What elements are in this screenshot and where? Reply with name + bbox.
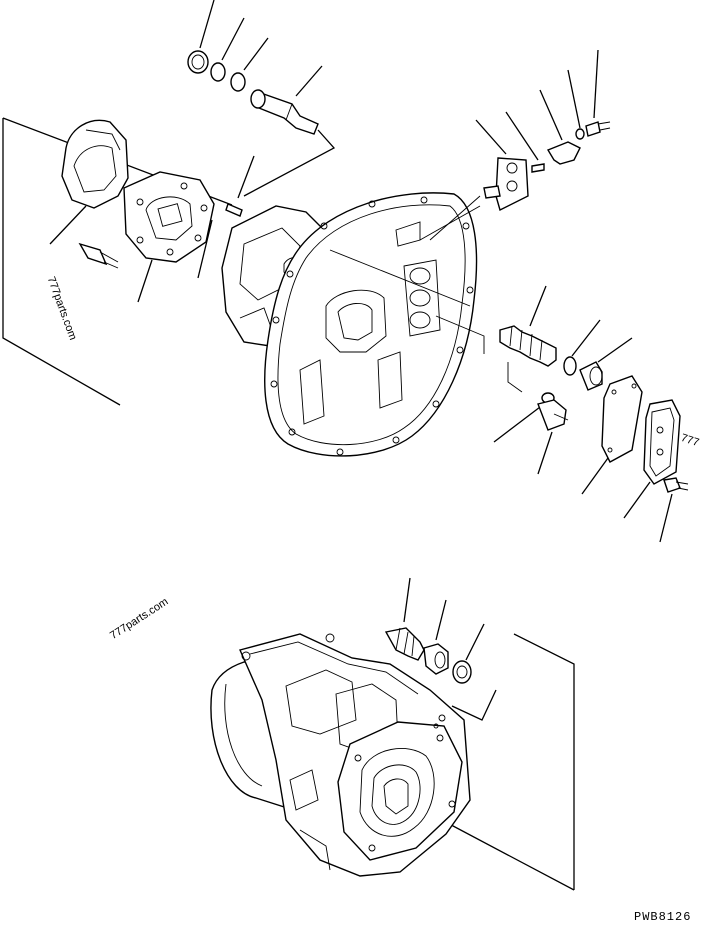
- lower-nut: [423, 599, 449, 675]
- washer-right: [567, 69, 585, 140]
- connector-guide-line: [429, 195, 481, 241]
- lower-fitting: [384, 577, 425, 661]
- flywheel-housing-gasket: [264, 192, 478, 457]
- top-seal-cap: [187, 50, 209, 74]
- top-leader-lines: [199, 0, 336, 199]
- cover-plate: [623, 399, 681, 519]
- left-flange-plate: [123, 171, 215, 303]
- top-seal-ring: [210, 62, 226, 82]
- bolt-right-top: [585, 49, 611, 137]
- top-o-ring: [230, 72, 246, 92]
- spring: [499, 285, 557, 367]
- cover-gasket: [581, 375, 643, 495]
- top-piston: [250, 89, 319, 135]
- drawing-code: PWB8126: [634, 910, 692, 924]
- small-pin: [225, 203, 243, 217]
- bracket-clip: [539, 89, 581, 165]
- fitting-bolt: [537, 399, 569, 475]
- small-pin-right: [505, 111, 545, 173]
- left-end-cover: [49, 119, 129, 245]
- cover-bolt: [659, 477, 689, 543]
- connector-block: [475, 119, 529, 212]
- lower-pump-assembly: [210, 633, 471, 877]
- o-ring-right: [563, 319, 601, 376]
- body-guide-lines: [329, 205, 523, 393]
- plug-right: [579, 337, 633, 391]
- left-bolt: [78, 242, 119, 269]
- lower-washer: [452, 623, 485, 684]
- lower-bracket-lines: [437, 633, 575, 891]
